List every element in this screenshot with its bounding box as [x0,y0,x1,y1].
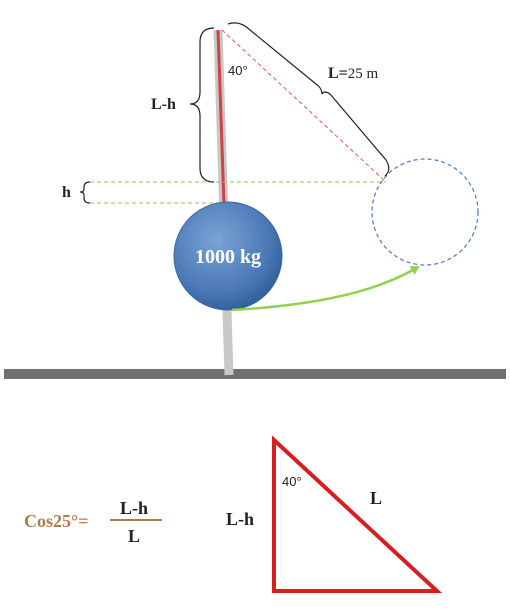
length-label: L=25 m [328,65,379,82]
brace-L-minus-h-label: L-h [151,96,176,113]
brace-L-minus-h [189,27,215,183]
equation-denominator: L [128,526,140,546]
triangle-hyp-label: L [370,488,382,508]
mass-label: 1000 kg [195,246,261,268]
equation-numerator: L-h [120,498,148,518]
right-triangle [272,435,443,593]
brace-L [227,22,390,177]
displaced-rope-dashed [221,29,387,183]
equation-lhs: Cos25°= [24,511,88,531]
pendulum-ball [173,201,283,311]
triangle-angle-label: 40° [282,474,302,489]
swing-arrow [231,265,420,312]
displaced-ball-outline [371,158,479,266]
rope-highlight [216,29,226,206]
triangle-vertical-label: L-h [226,509,254,529]
ground-line [4,369,506,379]
top-angle-label: 40° [228,63,248,78]
brace-h-label: h [62,184,71,201]
brace-h [79,181,91,204]
